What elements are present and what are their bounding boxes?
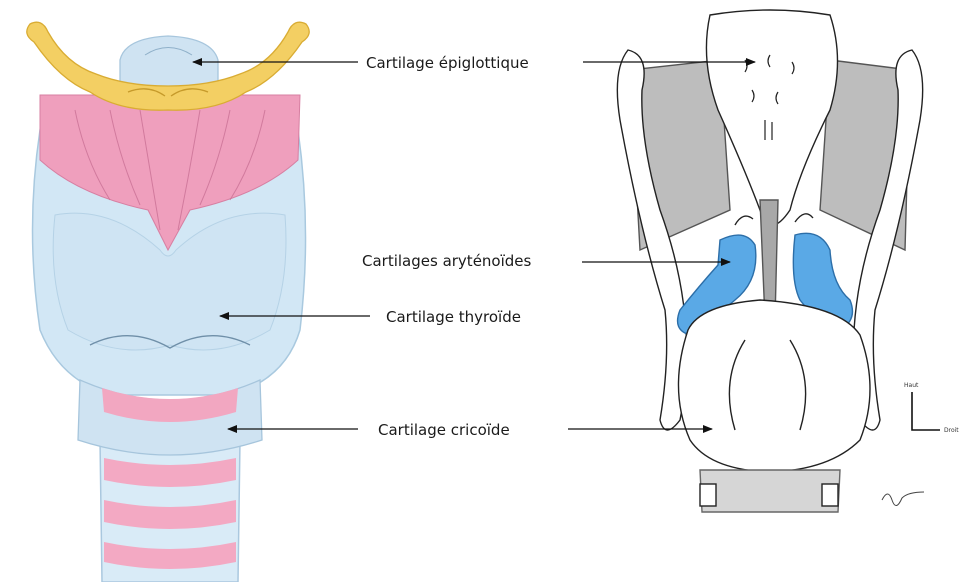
larynx-posterior-illustration [617,10,924,512]
cricoid-posterior [678,300,870,472]
trachea [100,440,240,582]
orientation-right-label: Droit [944,427,959,434]
label-text-thyroid: Cartilage thyroïde [386,308,521,326]
orientation-indicator: Haut Droit [904,382,959,434]
label-cricoid: Cartilage cricoïde [228,421,712,439]
label-text-arytenoid: Cartilages aryténoïdes [362,252,532,270]
larynx-anterior-illustration [27,22,309,582]
orientation-up-label: Haut [904,382,919,389]
label-text-cricoid: Cartilage cricoïde [378,421,510,439]
label-text-epiglottis: Cartilage épiglottique [366,54,529,72]
